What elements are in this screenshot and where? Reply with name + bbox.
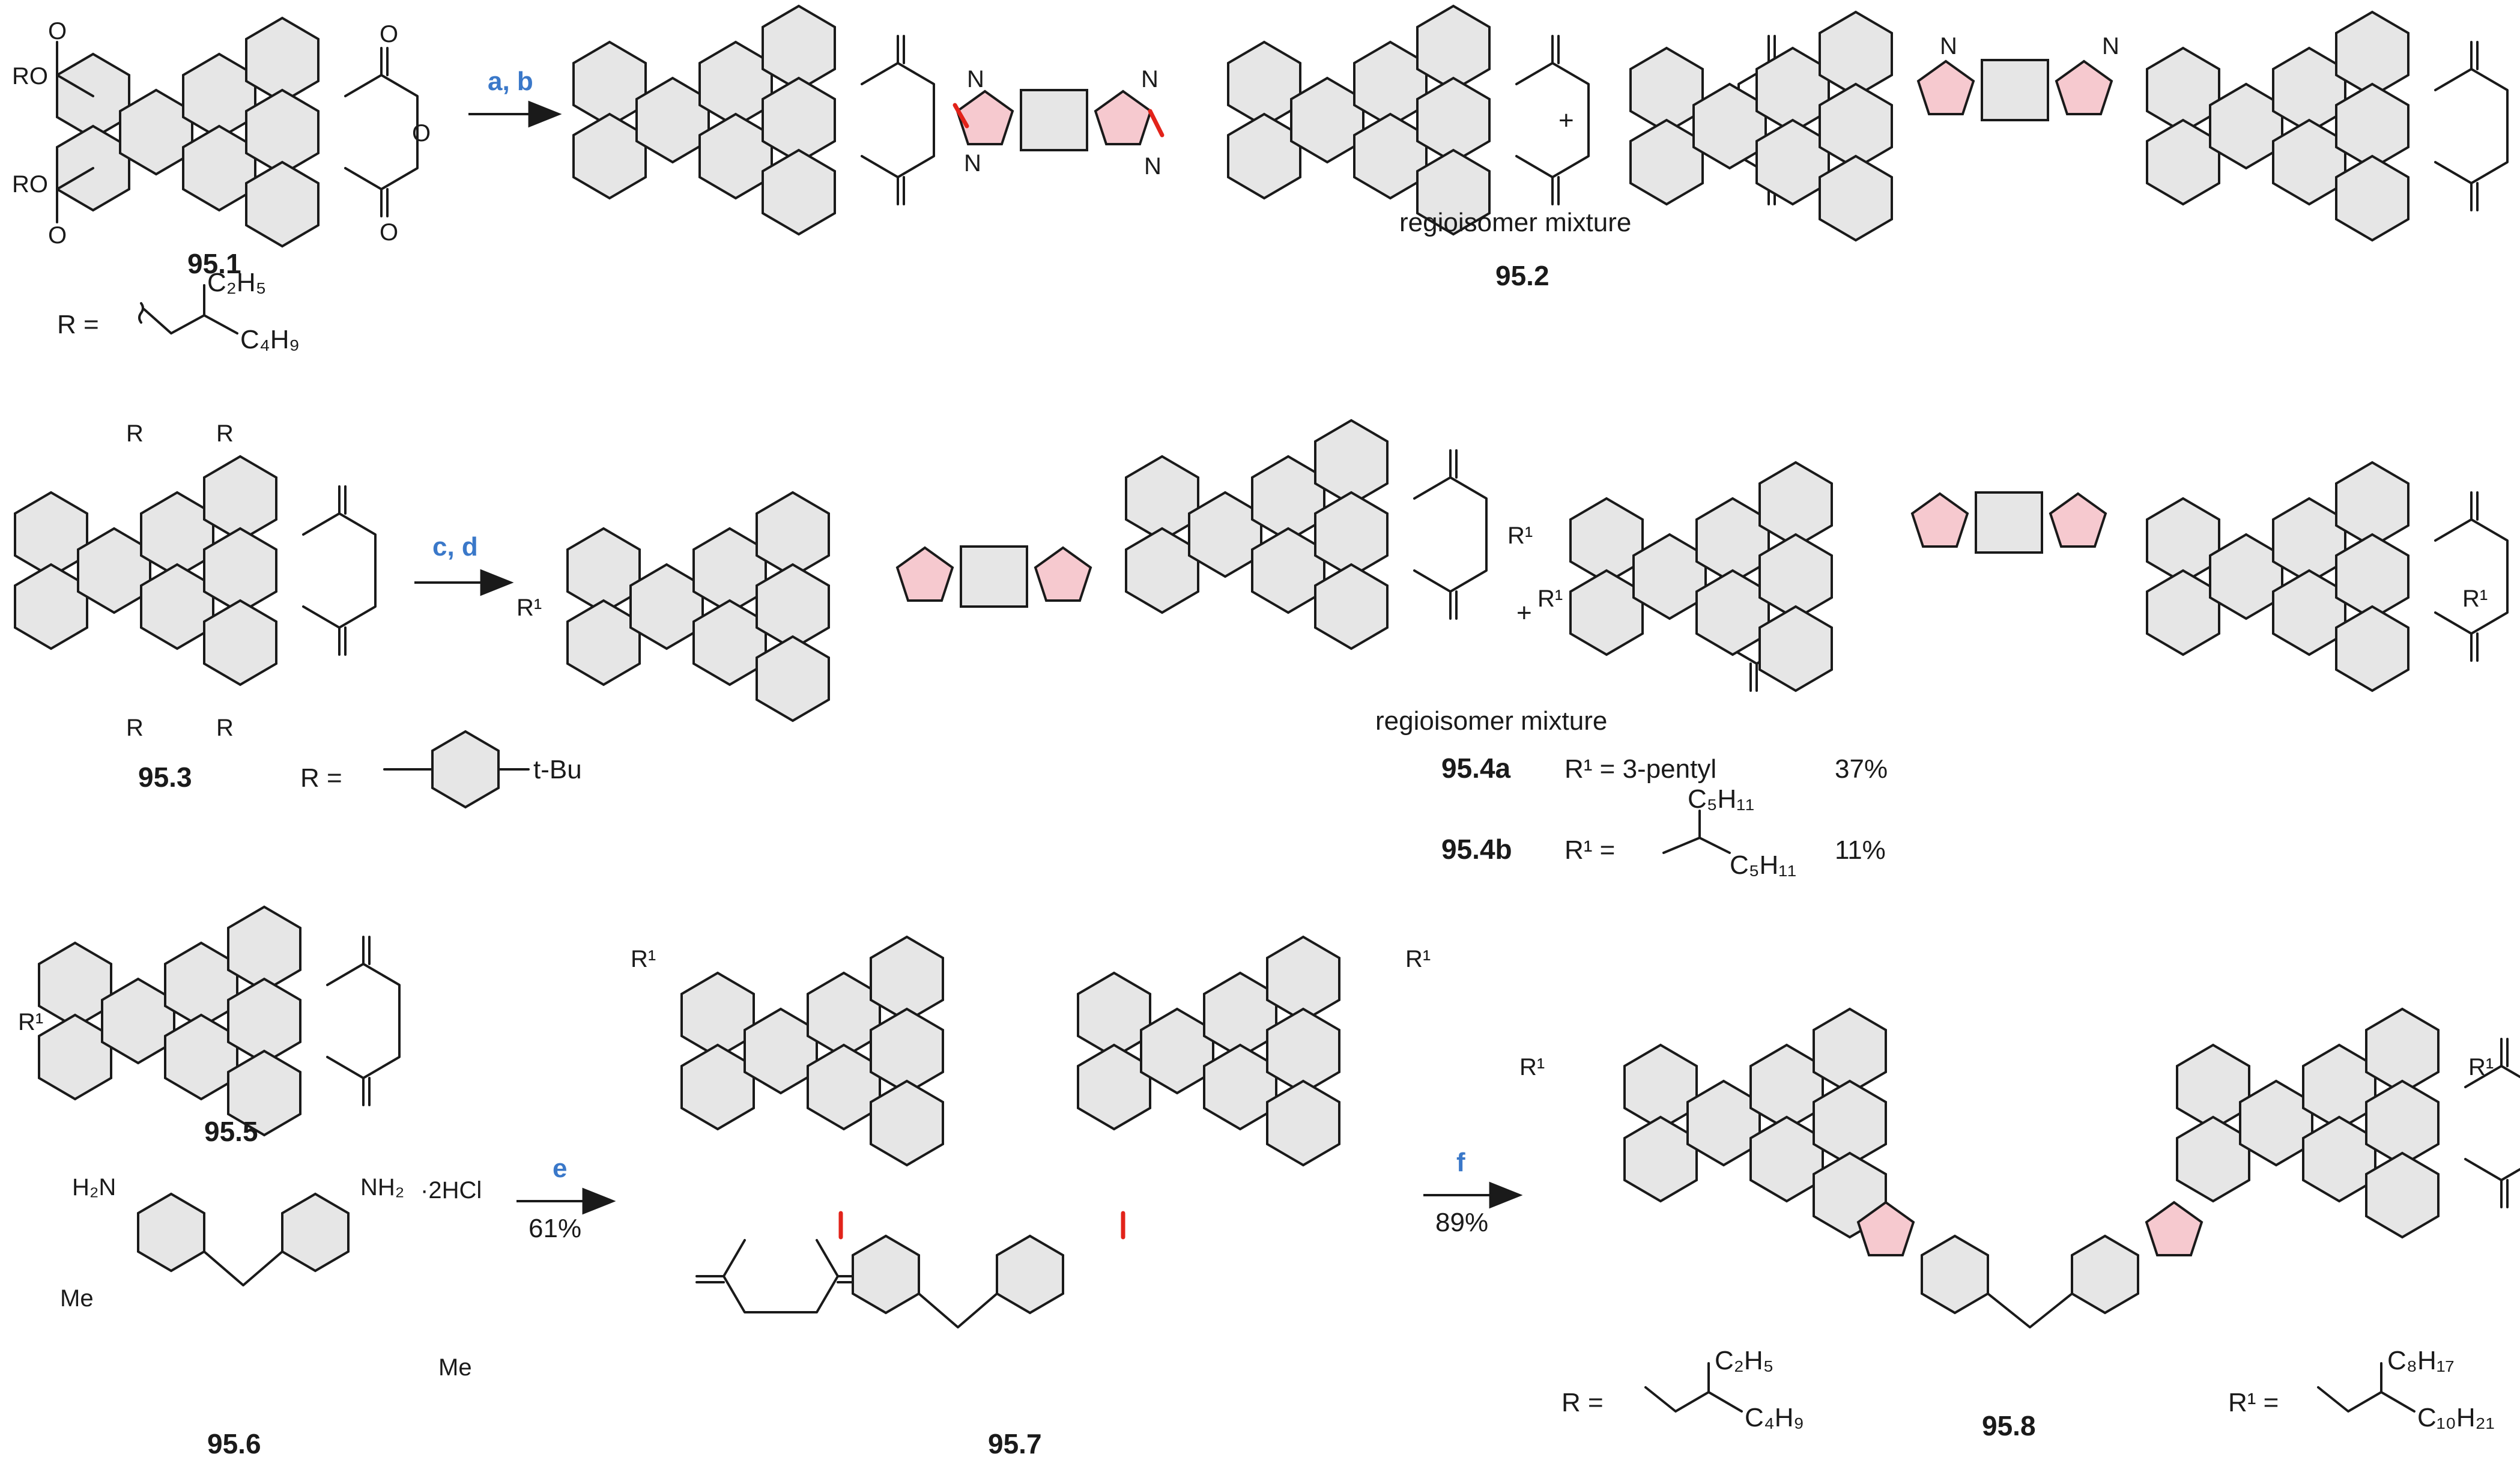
r1-label: R¹ — [1507, 522, 1533, 549]
compound-95-1: RO RO O O O O O 95.1 — [12, 17, 431, 279]
compound-95-5: R¹ 95.5 — [18, 906, 401, 1147]
r1-label: R¹ — [516, 595, 542, 621]
compound-95-8: R¹ R¹ 95.8 — [1519, 1008, 2520, 1441]
nitrogen-label: N — [1144, 153, 1162, 180]
compound-label-95-5: 95.5 — [204, 1116, 258, 1147]
oxygen-label: O — [48, 18, 67, 44]
amine-label: NH₂ — [360, 1174, 404, 1201]
compound-label-95-2: 95.2 — [1495, 260, 1549, 291]
conditions-cd: c, d — [432, 532, 478, 562]
compound-95-3: R R R R 95.3 — [14, 420, 377, 793]
yield-e: 61% — [529, 1214, 581, 1243]
r-definition-row1: R = C₂H₅ C₄H₉ — [57, 268, 300, 354]
methyl-label: Me — [60, 1285, 94, 1312]
r-label: R — [126, 420, 144, 447]
ro-bottom-label: RO — [12, 171, 48, 198]
nitrogen-label: N — [2102, 33, 2119, 59]
r1-definition-row3: R¹ = C₈H₁₇ C₁₀H₂₁ — [2228, 1346, 2495, 1432]
branch-bottom: C₁₀H₂₁ — [2417, 1403, 2495, 1432]
plus-sign-row2: + — [1516, 598, 1532, 628]
compound-label-95-3: 95.3 — [138, 762, 192, 793]
compound-95-2-isomer-b: N N — [1629, 11, 2509, 241]
r1-label: R¹ — [2462, 586, 2488, 612]
product-list-95-4: 95.4a R¹ = 3-pentyl 37% 95.4b R¹ = C₅H₁₁… — [1441, 753, 1888, 880]
ro-top-label: RO — [12, 63, 48, 89]
branch-top: C₈H₁₇ — [2387, 1346, 2455, 1375]
r1-label: R¹ — [1519, 1054, 1545, 1080]
regioisomer-note-row1: regioisomer mixture — [1399, 208, 1631, 237]
branch-bottom: C₄H₉ — [1745, 1403, 1804, 1432]
r1-label: R¹ — [18, 1009, 43, 1035]
branch-top: C₂H₅ — [207, 268, 266, 297]
arrow-step-e: e 61% — [516, 1154, 616, 1243]
yield-95-4b: 11% — [1835, 835, 1886, 865]
oxygen-label: O — [380, 219, 398, 246]
r-label: R — [126, 715, 144, 741]
oxygen-label: O — [380, 21, 398, 47]
regioisomer-note-row2: regioisomer mixture — [1375, 706, 1607, 736]
conditions-e: e — [553, 1154, 567, 1183]
r-label: R — [216, 715, 234, 741]
r-def-prefix: R = — [57, 310, 99, 339]
compound-label-95-7: 95.7 — [988, 1428, 1042, 1459]
r1-def-95-4b: R¹ = — [1564, 835, 1615, 865]
yield-f: 89% — [1435, 1208, 1488, 1237]
branch-top: C₅H₁₁ — [1688, 784, 1754, 814]
oxygen-label: O — [412, 120, 431, 147]
r-definition-row2: R = t-Bu — [300, 730, 582, 809]
r1-label: R¹ — [1537, 586, 1563, 612]
nitrogen-label: N — [964, 150, 981, 177]
conditions-ab: a, b — [488, 67, 533, 96]
nitrogen-label: N — [1940, 33, 1957, 59]
nitrogen-label: N — [1141, 66, 1159, 92]
r1-def-prefix: R¹ = — [2228, 1388, 2279, 1417]
arrow-step-cd: c, d — [414, 532, 514, 596]
arrow-step-f: f 89% — [1423, 1148, 1523, 1237]
compound-95-4-isomer-b: R¹ R¹ — [1537, 461, 2509, 692]
arrow-step-ab: a, b — [468, 67, 562, 128]
r1-label: R¹ — [2468, 1054, 2494, 1080]
branch-bottom: C₄H₉ — [240, 325, 300, 354]
r1-def-95-4a: R¹ = 3-pentyl — [1564, 754, 1716, 784]
salt-label: ·2HCl — [420, 1177, 482, 1204]
nitrogen-label: N — [967, 66, 984, 92]
compound-95-2-isomer-a: N N N N — [572, 5, 1812, 235]
amine-label: H₂N — [72, 1174, 116, 1201]
compound-label-95-4a: 95.4a — [1441, 753, 1511, 784]
yield-95-4a: 37% — [1835, 754, 1888, 784]
branch-bottom: C₅H₁₁ — [1730, 850, 1796, 880]
r-label: R — [216, 420, 234, 447]
r1-label: R¹ — [631, 946, 656, 972]
compound-label-95-4b: 95.4b — [1441, 834, 1512, 865]
r-def-prefix: R = — [1561, 1388, 1604, 1417]
r-def-prefix: R = — [300, 763, 342, 793]
compound-95-7: R¹ R¹ 95.7 — [631, 936, 1431, 1459]
compound-label-95-6: 95.6 — [207, 1428, 261, 1459]
r1-label: R¹ — [1405, 946, 1431, 972]
compound-label-95-8: 95.8 — [1982, 1410, 2036, 1441]
r-definition-row3: R = C₂H₅ C₄H₉ — [1561, 1346, 1804, 1432]
compound-label-95-1: 95.1 — [187, 248, 241, 279]
r-def-suffix: t-Bu — [533, 755, 582, 784]
conditions-f: f — [1456, 1148, 1465, 1177]
branch-top: C₂H₅ — [1715, 1346, 1773, 1375]
compound-95-4-isomer-a: R¹ R¹ — [516, 419, 1794, 722]
methyl-label: Me — [438, 1354, 472, 1381]
plus-sign: + — [1558, 106, 1574, 135]
oxygen-label: O — [48, 222, 67, 249]
compound-95-6: H₂N NH₂ Me Me ·2HCl 95.6 — [60, 1174, 482, 1459]
